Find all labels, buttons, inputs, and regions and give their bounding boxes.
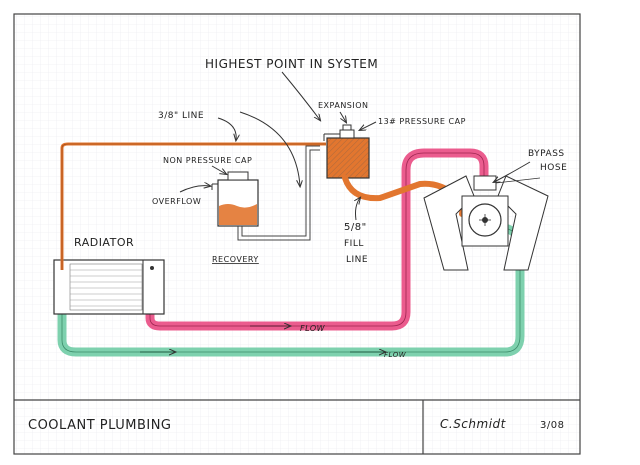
label-pressure-cap: 13# PRESSURE CAP bbox=[378, 117, 466, 126]
highest-point-arrow bbox=[281, 71, 320, 120]
hot-hose-outline bbox=[149, 152, 485, 327]
line-38-arrow-2 bbox=[239, 111, 300, 186]
label-fill-line-size: 5/8" bbox=[344, 222, 367, 233]
non-pressure-cap-arrow bbox=[211, 165, 226, 174]
overflow-arrow bbox=[179, 186, 210, 193]
label-non-pressure-cap: NON PRESSURE CAP bbox=[163, 156, 252, 165]
three-eighths-line-outline bbox=[61, 143, 326, 270]
label-overflow: OVERFLOW bbox=[152, 197, 201, 206]
label-three-eighths-line: 3/8" LINE bbox=[158, 111, 204, 121]
drawing-border bbox=[13, 13, 581, 455]
expansion-tank bbox=[323, 124, 370, 179]
label-highest-point: HIGHEST POINT IN SYSTEM bbox=[205, 57, 378, 71]
label-radiator: RADIATOR bbox=[74, 236, 134, 249]
recovery-hose bbox=[237, 149, 320, 241]
expansion-arrow bbox=[339, 111, 346, 122]
label-expansion: EXPANSION bbox=[318, 101, 369, 110]
label-flow-upper: FLOW bbox=[300, 324, 326, 333]
label-flow-lower: FLOW bbox=[384, 351, 407, 359]
bypass-arrow bbox=[494, 161, 531, 182]
drawing-date: 3/08 bbox=[540, 420, 564, 431]
recovery-hose-inner bbox=[241, 145, 320, 237]
label-fill-line-2: LINE bbox=[346, 255, 368, 265]
label-bypass: BYPASS bbox=[528, 149, 565, 159]
radiator bbox=[53, 259, 165, 315]
engine-block bbox=[423, 175, 549, 271]
recovery-tank bbox=[211, 171, 259, 227]
pressure-cap-arrow bbox=[360, 121, 377, 130]
drawing-author: C.Schmidt bbox=[440, 417, 507, 431]
label-recovery: RECOVERY bbox=[212, 255, 259, 264]
fill-line-arrow bbox=[356, 198, 361, 221]
label-hose: HOSE bbox=[540, 163, 567, 173]
label-fill-line-1: FILL bbox=[344, 239, 364, 249]
line-38-arrow bbox=[217, 117, 236, 140]
drawing-title: COOLANT PLUMBING bbox=[28, 418, 172, 433]
